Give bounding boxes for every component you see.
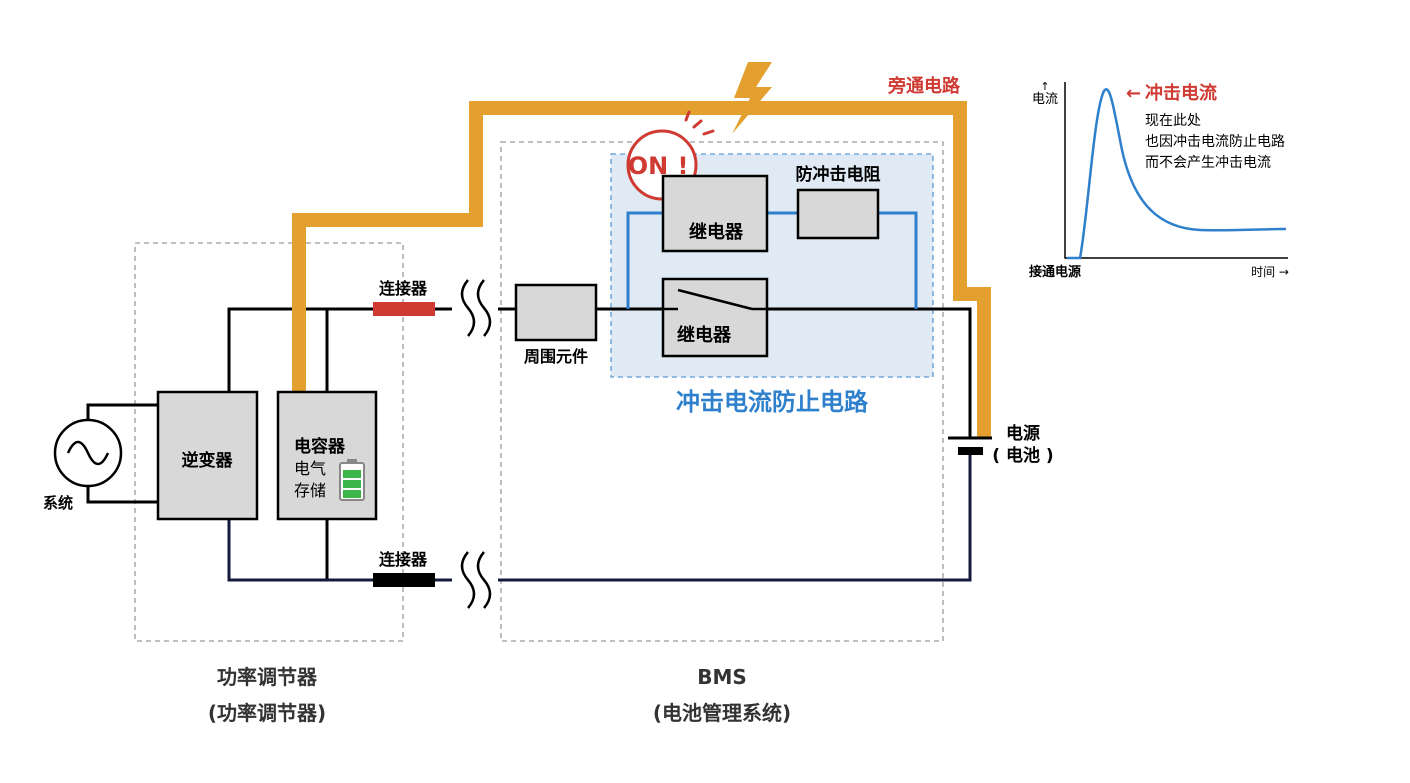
on-burst-lines [684, 110, 715, 136]
inrush-resistor-label: 防冲击电阻 [796, 164, 881, 185]
wiring-negative [227, 455, 972, 582]
battery-label: ( 电池 ) [992, 445, 1053, 466]
graph-note-line2: 也因冲击电流防止电路 [1145, 134, 1285, 150]
inverter-box [156, 390, 259, 521]
peripheral-label: 周围元件 [524, 347, 588, 366]
bypass-label: 旁通电路 [887, 75, 961, 97]
graph-y-arrow: ↑ [1040, 80, 1049, 93]
on-badge-label: ON [628, 152, 669, 180]
graph-x-start: 接通电源 [1029, 264, 1081, 280]
bms-label-line1: BMS [697, 665, 747, 689]
current-curve [1067, 88, 1287, 260]
wire-break-top [460, 279, 492, 337]
peak-label: 冲击电流 [1145, 82, 1217, 104]
graph-x-end: 时间 → [1251, 265, 1289, 279]
connector-top [373, 302, 435, 316]
relay-bottom-label: 继电器 [677, 324, 732, 346]
pcs-label-line2: (功率调节器) [208, 701, 326, 725]
storage-label-line2: 存储 [294, 481, 326, 500]
on-badge-mark: ! [678, 152, 689, 180]
pcs-label-line1: 功率调节器 [217, 665, 318, 689]
storage-label-line1: 电气 [294, 459, 326, 478]
system-label: 系统 [43, 494, 73, 512]
bms-enclosure [500, 141, 944, 642]
graph-note-line3: 而不会产生冲击电流 [1145, 155, 1271, 171]
wire-break-bottom [460, 551, 492, 609]
resistor-loop [626, 211, 918, 309]
graph-y-label: 电流 [1032, 92, 1058, 107]
inrush-resistor-box [796, 188, 880, 240]
inrush-current-path [292, 101, 991, 437]
battery-plate-negative [958, 447, 983, 455]
graph-note-line1: 现在此处 [1145, 113, 1201, 129]
bms-label-line2: (电池管理系统) [653, 701, 791, 725]
peripheral-box [514, 283, 598, 342]
connector-bottom [373, 573, 435, 587]
relay-switch-icon [663, 288, 767, 311]
sine-wave-icon [66, 440, 110, 466]
battery-level-icon [339, 459, 365, 501]
inverter-label: 逆变器 [182, 450, 234, 471]
relay-top-label: 继电器 [689, 221, 744, 243]
peak-arrow-icon: ← [1126, 83, 1141, 104]
connector-bottom-label: 连接器 [379, 550, 428, 569]
prevention-circuit-label: 冲击电流防止电路 [676, 388, 869, 416]
wiring [86, 307, 972, 580]
lightning-icon [732, 62, 772, 134]
inrush-graph: ↑ 电流 接通电源 时间 → ← 冲击电流 现在此处 也因冲击电流防止电路 而不… [1029, 80, 1289, 280]
graph-axes [1064, 82, 1288, 259]
connector-top-label: 连接器 [379, 279, 428, 298]
power-source-label: 电源 [1006, 423, 1040, 444]
capacitor-label: 电容器 [294, 436, 346, 457]
relay-top-box [661, 174, 769, 253]
